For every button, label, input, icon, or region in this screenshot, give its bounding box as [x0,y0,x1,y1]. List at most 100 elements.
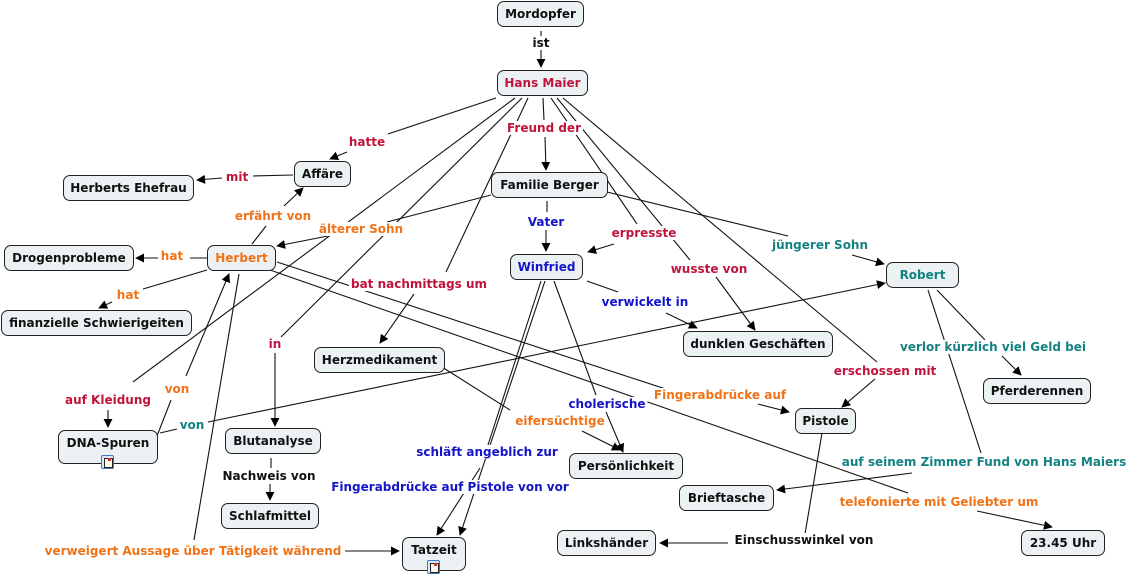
edge [776,472,913,494]
edge [329,151,348,161]
edge [553,280,597,396]
concept-label: Herberts Ehefrau [70,181,187,195]
concept-dunklen-geschaeften[interactable]: dunklen Geschäften [683,331,833,357]
link-telefonierte[interactable]: telefonierte mit Geliebter um [837,495,1041,509]
concept-blutanalyse[interactable]: Blutanalyse [225,428,321,454]
concept-dna-spuren[interactable]: DNA-Spuren [58,430,158,464]
edge [441,366,511,411]
link-aelterer-sohn[interactable]: älterer Sohn [316,222,406,236]
concept-schlafmittel[interactable]: Schlafmittel [221,503,319,529]
edge [804,432,823,535]
link-einschusswinkel-von[interactable]: Einschusswinkel von [732,533,876,547]
link-verwickelt-in[interactable]: verwickelt in [599,295,691,309]
link-freund-der[interactable]: Freund der [505,121,583,135]
link-erfaehrt-von[interactable]: erfährt von [232,209,314,223]
concept-mordopfer[interactable]: Mordopfer [497,1,584,27]
link-nachweis-von[interactable]: Nachweis von [220,469,318,483]
link-fingerabdruecke-auf[interactable]: Fingerabdrücke auf [651,388,789,402]
link-vater[interactable]: Vater [525,215,567,229]
edge [276,235,329,249]
edge [196,174,223,184]
edge [436,467,481,536]
edge [458,280,546,536]
concept-label: Persönlichkeit [577,459,675,473]
link-wusste-von[interactable]: wusste von [668,262,750,276]
concept-pistole[interactable]: Pistole [795,408,856,434]
edge [605,411,624,453]
link-von-herbert[interactable]: von [162,382,192,396]
link-schlaeft-angeblich[interactable]: schläft angeblich zur [414,445,560,459]
edge [586,280,619,293]
concept-hans-maier[interactable]: Hans Maier [497,70,588,96]
concept-linkshaender[interactable]: Linkshänder [557,530,656,556]
link-mit[interactable]: mit [223,170,251,184]
document-icon[interactable] [427,560,440,574]
link-auf-kleidung[interactable]: auf Kleidung [63,393,153,407]
concept-label: Robert [899,268,946,282]
concept-label: DNA-Spuren [66,436,150,450]
edge [269,269,909,494]
edge [142,269,208,290]
concept-label: Hans Maier [504,76,581,90]
link-verlor-kuerzlich[interactable]: verlor kürzlich viel Geld bei [898,340,1088,354]
concept-label: Familie Berger [500,178,599,192]
link-verweigert-aussage[interactable]: verweigert Aussage über Tätigkeit währen… [42,544,344,558]
concept-label: Pferderennen [990,384,1084,398]
concept-persoenlichkeit[interactable]: Persönlichkeit [569,453,683,479]
concept-label: Tatzeit [411,543,457,557]
link-in[interactable]: in [266,337,284,351]
edge [98,300,113,309]
edge [665,312,698,329]
edge [976,510,1053,530]
concept-pferderennen[interactable]: Pferderennen [983,378,1091,404]
concept-label: Schlafmittel [228,509,312,523]
edge [550,97,638,225]
concept-familie-berger[interactable]: Familie Berger [491,172,608,198]
edge [541,136,551,171]
link-erschossen-mit[interactable]: erschossen mit [831,364,939,378]
edge [757,403,790,415]
concept-label: Blutanalyse [233,434,313,448]
link-ist[interactable]: ist [530,36,552,50]
concept-finanzielle-schwierigkeiten[interactable]: finanzielle Schwierigeiten [1,310,192,336]
concept-label: Linkshänder [564,536,649,550]
concept-23-45-uhr[interactable]: 23.45 Uhr [1021,530,1105,556]
edge [851,254,885,267]
edge [581,430,621,451]
concept-herbert[interactable]: Herbert [207,245,276,271]
edge [276,261,679,394]
link-fingerabdruecke-pistole[interactable]: Fingerabdrücke auf Pistole von vor [329,480,571,494]
concept-herzmedikament[interactable]: Herzmedikament [314,347,445,373]
edge [927,289,982,454]
link-hat-drogen[interactable]: hat [158,249,186,263]
link-von-robert[interactable]: von [177,418,207,432]
concept-label: Herbert [215,251,268,265]
concept-herberts-ehefrau[interactable]: Herberts Ehefrau [63,175,194,201]
edge [1001,355,1022,376]
edge [132,97,516,383]
concept-label: Winfried [517,260,576,274]
edge [487,280,542,446]
link-hatte[interactable]: hatte [346,135,388,149]
link-cholerische[interactable]: cholerische [566,397,648,411]
edge [379,293,415,344]
concept-robert[interactable]: Robert [886,262,959,288]
link-juengerer-sohn[interactable]: jüngerer Sohn [769,238,871,252]
document-icon[interactable] [101,455,114,469]
link-bat-nachmittags-um[interactable]: bat nachmittags um [348,277,490,291]
edge [587,243,615,254]
link-auf-seinem-zimmer[interactable]: auf seinem Zimmer Fund von Hans Maiers [839,455,1129,469]
concept-brieftasche[interactable]: Brieftasche [679,485,774,511]
concept-label: Brieftasche [687,491,766,505]
edge [542,97,545,121]
concept-label: finanzielle Schwierigeiten [9,316,184,330]
concept-drogenprobleme[interactable]: Drogenprobleme [4,245,134,271]
concept-affaere[interactable]: Affäre [294,161,351,187]
edge [185,273,231,377]
link-erpresste[interactable]: erpresste [609,226,679,240]
link-hat-finanzen[interactable]: hat [114,288,142,302]
concept-winfried[interactable]: Winfried [510,254,583,280]
edge [207,280,886,423]
link-eifersuechtige[interactable]: eifersüchtige [513,414,607,428]
concept-label: Mordopfer [505,7,576,21]
